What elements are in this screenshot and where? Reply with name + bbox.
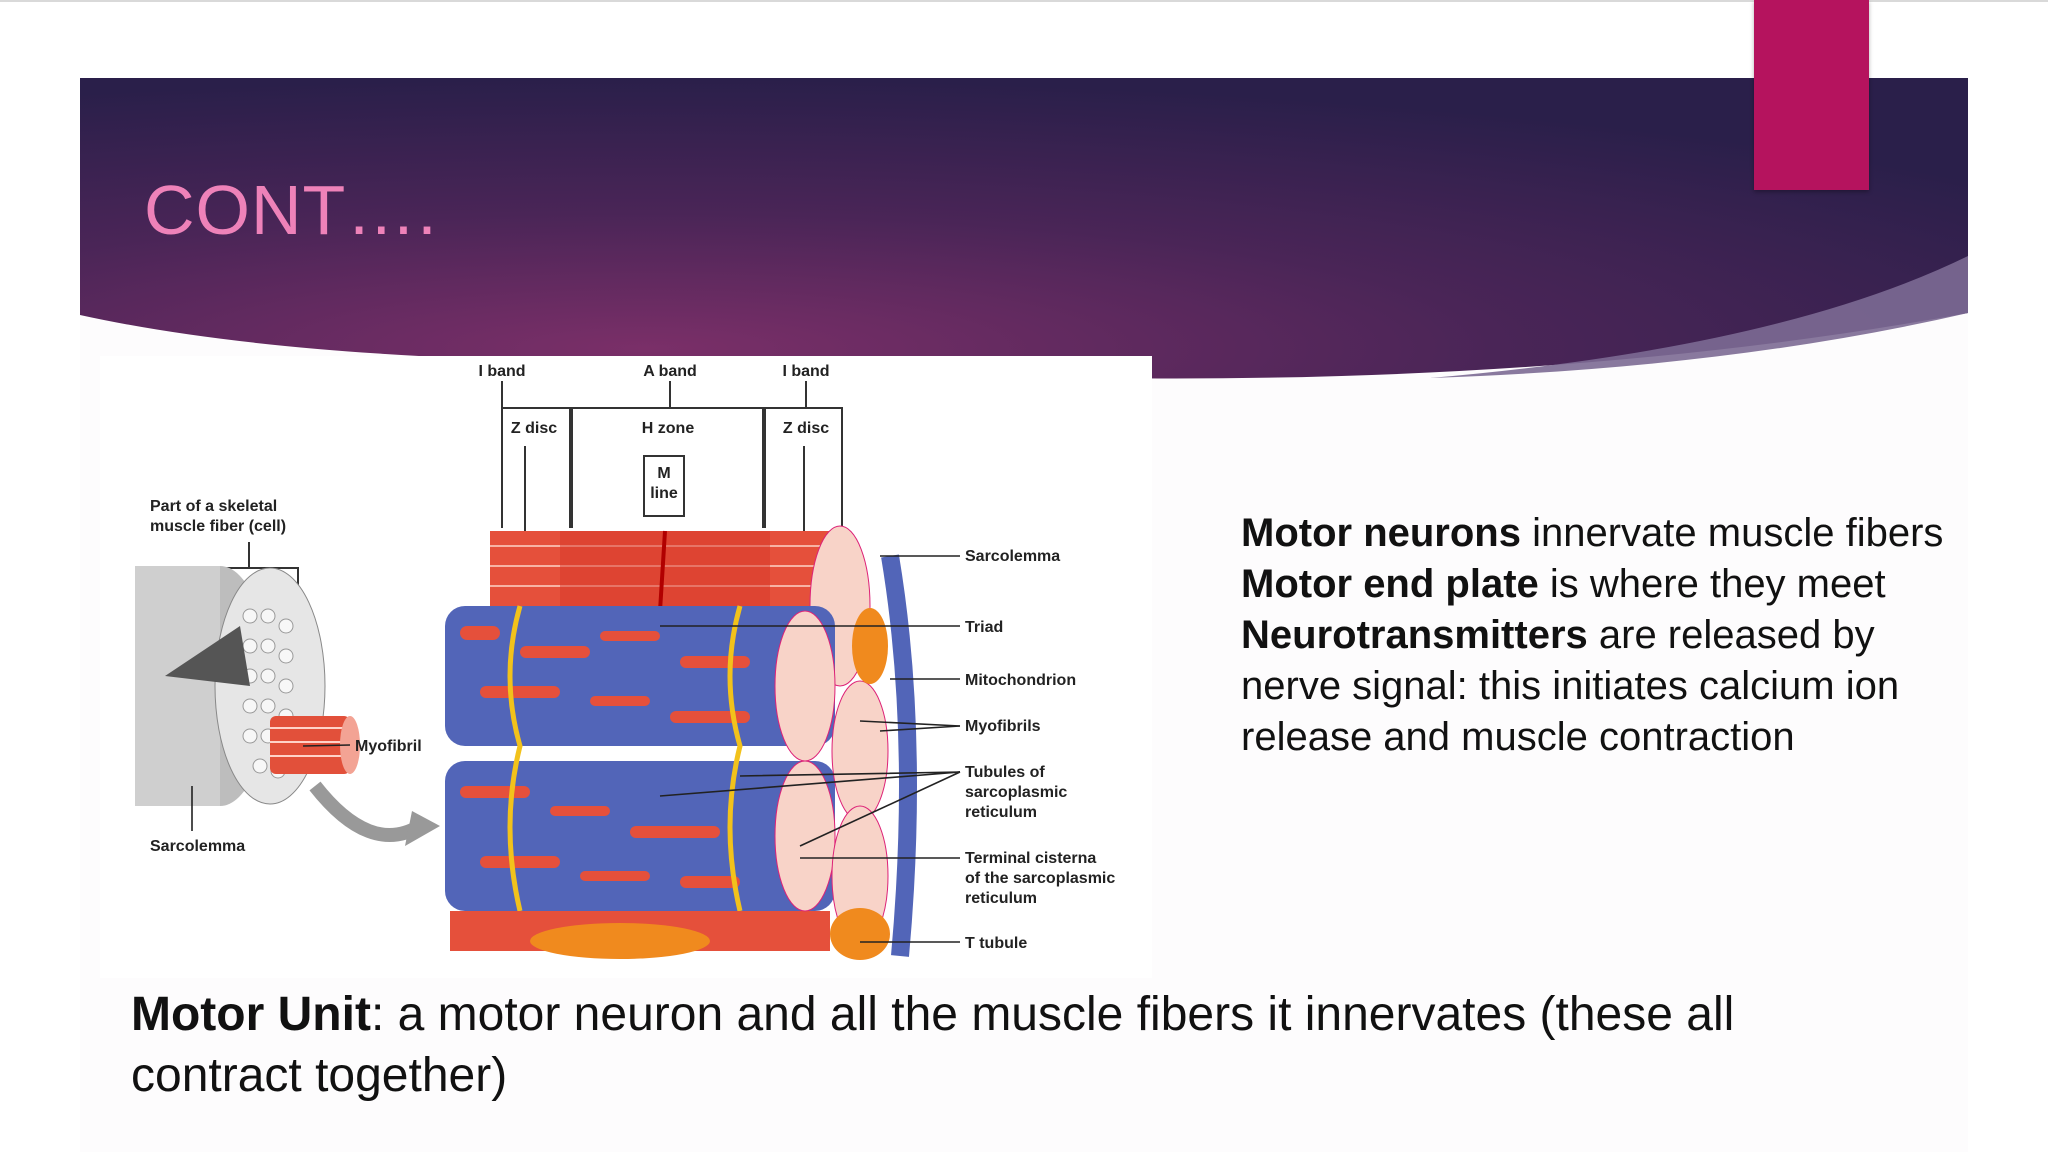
bold-term-motor-end-plate: Motor end plate xyxy=(1241,562,1539,606)
text-line-2: Motor end plate is where they meet xyxy=(1241,559,2021,610)
label-myofibrils: Myofibrils xyxy=(965,718,1041,735)
label-terminal-3: reticulum xyxy=(965,890,1037,907)
label-triad: Triad xyxy=(965,619,1003,636)
bold-term-motor-unit: Motor Unit xyxy=(131,988,371,1041)
label-i-band-left: I band xyxy=(478,363,525,380)
mitochondrion-shape-2 xyxy=(830,908,890,960)
label-tubules-1: Tubules of xyxy=(965,764,1045,781)
label-tubules-2: sarcoplasmic xyxy=(965,784,1067,801)
label-part-of-fiber-2: muscle fiber (cell) xyxy=(150,518,286,535)
text-line-4: nerve signal: this initiates calcium ion xyxy=(1241,664,1900,708)
top-myofibril xyxy=(490,525,871,687)
title-banner xyxy=(80,78,1968,379)
leader-lines xyxy=(191,555,961,943)
sarcoplasmic-reticulum xyxy=(445,605,835,959)
label-sarcolemma: Sarcolemma xyxy=(965,548,1060,565)
muscle-fiber-diagram: I band A band I band Z disc H zone Z dis… xyxy=(100,356,1152,978)
label-a-band: A band xyxy=(643,363,697,380)
top-border xyxy=(0,0,2048,2)
fiber-ends xyxy=(774,610,889,947)
label-mitochondrion: Mitochondrion xyxy=(965,672,1076,689)
mitochondrion-shape xyxy=(852,608,888,684)
label-m-line-2: line xyxy=(650,485,678,502)
bold-term-neurotransmitters: Neurotransmitters xyxy=(1241,613,1588,657)
bottom-line-1-rest: : a motor neuron and all the muscle fibe… xyxy=(370,988,1735,1041)
label-myofibril: Myofibril xyxy=(355,738,422,755)
text-line-3: Neurotransmitters are released by xyxy=(1241,610,2021,661)
label-z-disc-right: Z disc xyxy=(783,420,829,437)
label-z-disc-left: Z disc xyxy=(511,420,557,437)
label-part-of-fiber-1: Part of a skeletal xyxy=(150,498,277,515)
label-terminal-2: of the sarcoplasmic xyxy=(965,870,1115,887)
sarcolemma-edge xyxy=(881,554,917,957)
bottom-text-block: Motor Unit: a motor neuron and all the m… xyxy=(131,984,1931,1106)
label-tubules-3: reticulum xyxy=(965,804,1037,821)
label-h-zone: H zone xyxy=(642,420,695,437)
accent-bar xyxy=(1754,0,1869,190)
text-line-3-rest: are released by xyxy=(1587,613,1875,657)
label-terminal-1: Terminal cisterna xyxy=(965,850,1096,867)
arrowhead xyxy=(405,811,440,846)
label-sarcolemma-left: Sarcolemma xyxy=(150,838,245,855)
text-line-5: release and muscle contraction xyxy=(1241,715,1795,759)
bottom-line-1: Motor Unit: a motor neuron and all the m… xyxy=(131,984,1931,1045)
label-t-tubule: T tubule xyxy=(965,935,1027,952)
right-text-block: Motor neurons innervate muscle fibers Mo… xyxy=(1241,508,2021,763)
slide-title: CONT…. xyxy=(144,171,438,249)
text-line-1: Motor neurons innervate muscle fibers xyxy=(1241,508,2021,559)
bold-term-motor-neurons: Motor neurons xyxy=(1241,511,1521,555)
text-line-1-rest: innervate muscle fibers xyxy=(1520,511,1944,555)
label-i-band-right: I band xyxy=(782,363,829,380)
bottom-line-2: contract together) xyxy=(131,1049,508,1102)
text-line-2-rest: is where they meet xyxy=(1538,562,1886,606)
label-m-line-1: M xyxy=(657,465,670,482)
